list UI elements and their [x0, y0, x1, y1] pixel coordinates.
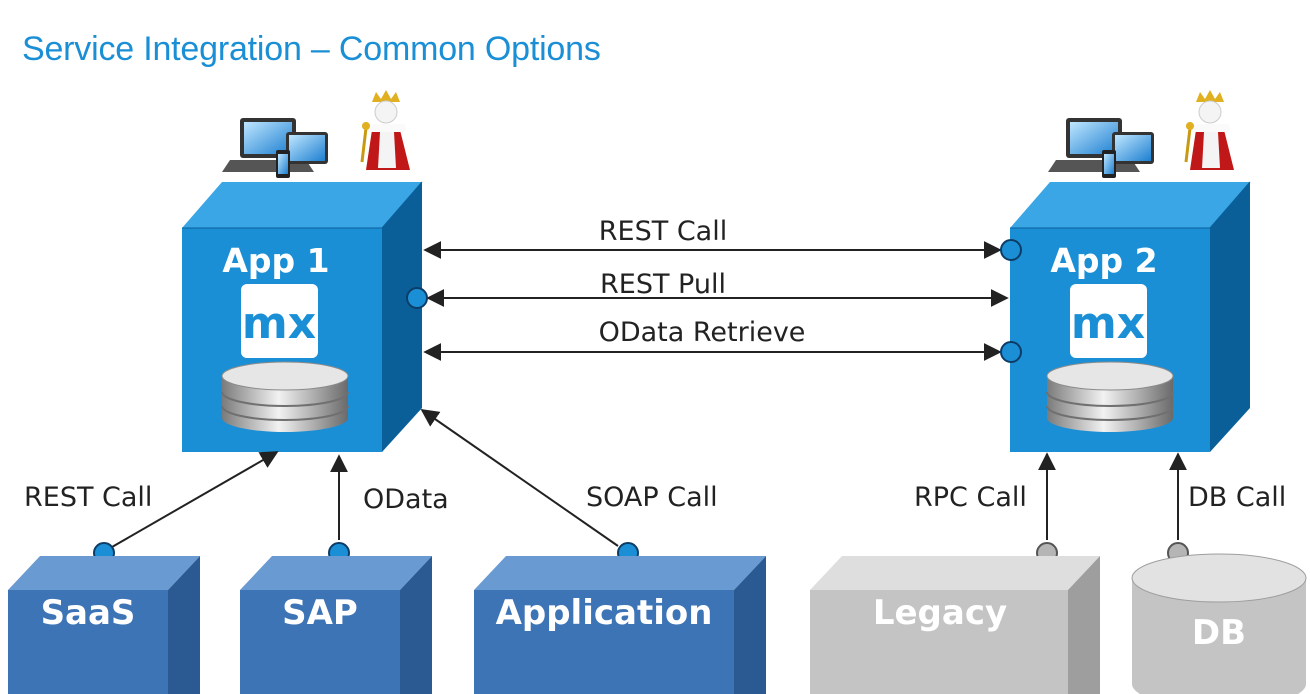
app1-label: App 1 [222, 241, 329, 280]
svg-text:mx: mx [242, 298, 316, 349]
app2-mx-logo: mx [1070, 284, 1147, 358]
king-user-icon [360, 90, 410, 170]
rest-pull-connector [406, 287, 1009, 309]
legacy-connector [1036, 452, 1058, 564]
application-box [474, 556, 766, 694]
legacy-box [810, 556, 1100, 694]
sap-box [240, 556, 432, 694]
odata-retrieve-connector [423, 341, 1022, 363]
app1-mx-logo: mx [241, 284, 318, 358]
odata-sap-label: OData [363, 484, 449, 515]
connector-dot-icon [1000, 239, 1022, 261]
rest-call-label: REST Call [599, 216, 727, 247]
rest-call-saas-label: REST Call [24, 482, 152, 513]
king-user-icon [1184, 90, 1234, 170]
rpc-call-label: RPC Call [914, 482, 1027, 513]
connector-dot-icon [1000, 341, 1022, 363]
sap-connector [328, 454, 350, 564]
devices-icon [1048, 118, 1154, 178]
application-label: Application [496, 593, 713, 633]
rest-call-connector [423, 239, 1022, 261]
connector-dot-icon [406, 287, 428, 309]
app1-cube [182, 181, 423, 452]
saas-label: SaaS [41, 593, 136, 633]
db-cylinder [1131, 553, 1307, 694]
page-title: Service Integration – Common Options [22, 30, 601, 68]
db-label: DB [1192, 613, 1246, 653]
app1-database-icon [221, 361, 349, 432]
app2-database-icon [1046, 361, 1174, 432]
legacy-label: Legacy [873, 593, 1007, 633]
app2-label: App 2 [1050, 241, 1157, 280]
db-call-label: DB Call [1188, 482, 1286, 513]
saas-box [8, 556, 200, 694]
sap-label: SAP [282, 593, 358, 633]
rest-pull-label: REST Pull [600, 269, 726, 300]
svg-text:mx: mx [1071, 298, 1145, 349]
devices-icon [222, 118, 328, 178]
odata-retrieve-label: OData Retrieve [599, 317, 806, 348]
db-connector [1167, 452, 1189, 564]
soap-call-label: SOAP Call [586, 482, 718, 513]
